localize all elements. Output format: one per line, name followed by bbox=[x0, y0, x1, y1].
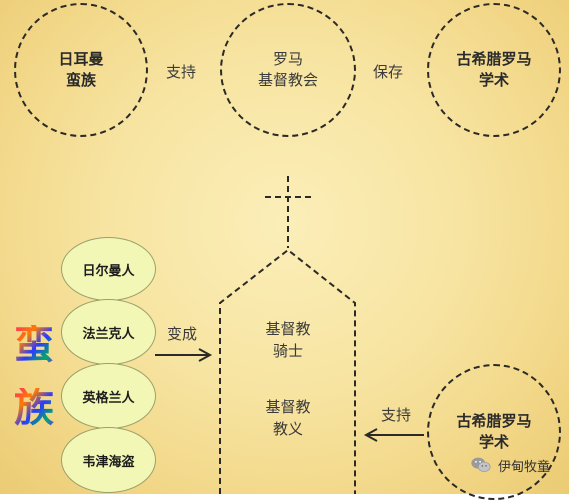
greco-roman-scholarship-circle-top: 古希腊罗马 学术 bbox=[427, 3, 561, 137]
roman-church-circle: 罗马 基督教会 bbox=[220, 3, 356, 137]
tribe-franks: 法兰克人 bbox=[82, 326, 135, 342]
barbarian-title-char-2: 族 bbox=[14, 384, 54, 431]
germanic-barbarians-line2: 蛮族 bbox=[65, 71, 96, 89]
arrow-support-head bbox=[363, 428, 378, 442]
greco-roman-line2-bottom: 学术 bbox=[478, 433, 509, 451]
greco-roman-line2-top: 学术 bbox=[478, 71, 509, 89]
germanic-barbarians-circle: 日耳曼 蛮族 bbox=[14, 3, 148, 137]
knight-block: 基督教 骑士 bbox=[222, 318, 354, 362]
preserve-label: 保存 bbox=[373, 63, 404, 81]
barbarian-title-char-1: 蛮 bbox=[14, 321, 54, 368]
doctrine-line2: 教义 bbox=[272, 420, 303, 438]
tribe-germans: 日尔曼人 bbox=[82, 263, 135, 279]
church-body: 基督教 骑士 基督教 教义 bbox=[222, 300, 354, 494]
roman-church-line2: 基督教会 bbox=[257, 71, 318, 89]
watermark: 伊甸牧童 bbox=[470, 454, 550, 476]
doctrine-block: 基督教 教义 bbox=[222, 396, 354, 440]
knight-line2: 骑士 bbox=[272, 342, 303, 360]
tribe-english: 英格兰人 bbox=[82, 390, 135, 406]
tribe-ellipse: 日尔曼人 bbox=[61, 237, 156, 301]
wechat-icon bbox=[471, 457, 491, 472]
watermark-text: 伊甸牧童 bbox=[498, 459, 551, 475]
support-label-top: 支持 bbox=[166, 63, 197, 81]
germanic-barbarians-line1: 日耳曼 bbox=[58, 50, 104, 68]
knight-line1: 基督教 bbox=[265, 320, 311, 338]
becomes-label: 变成 bbox=[167, 325, 198, 343]
support-label-bottom: 支持 bbox=[381, 406, 412, 424]
tribe-ellipse: 英格兰人 bbox=[61, 363, 156, 429]
greco-roman-line1-bottom: 古希腊罗马 bbox=[456, 412, 532, 430]
greco-roman-line1-top: 古希腊罗马 bbox=[456, 50, 532, 68]
roman-church-line1: 罗马 bbox=[272, 50, 303, 68]
tribe-vikings: 韦津海盗 bbox=[82, 454, 135, 470]
greco-roman-scholarship-circle-bottom: 古希腊罗马 学术 bbox=[427, 364, 561, 500]
doctrine-line1: 基督教 bbox=[265, 398, 311, 416]
tribe-ellipse: 韦津海盗 bbox=[61, 427, 156, 493]
arrow-into-church-head bbox=[198, 348, 213, 362]
tribe-ellipse: 法兰克人 bbox=[61, 299, 156, 365]
